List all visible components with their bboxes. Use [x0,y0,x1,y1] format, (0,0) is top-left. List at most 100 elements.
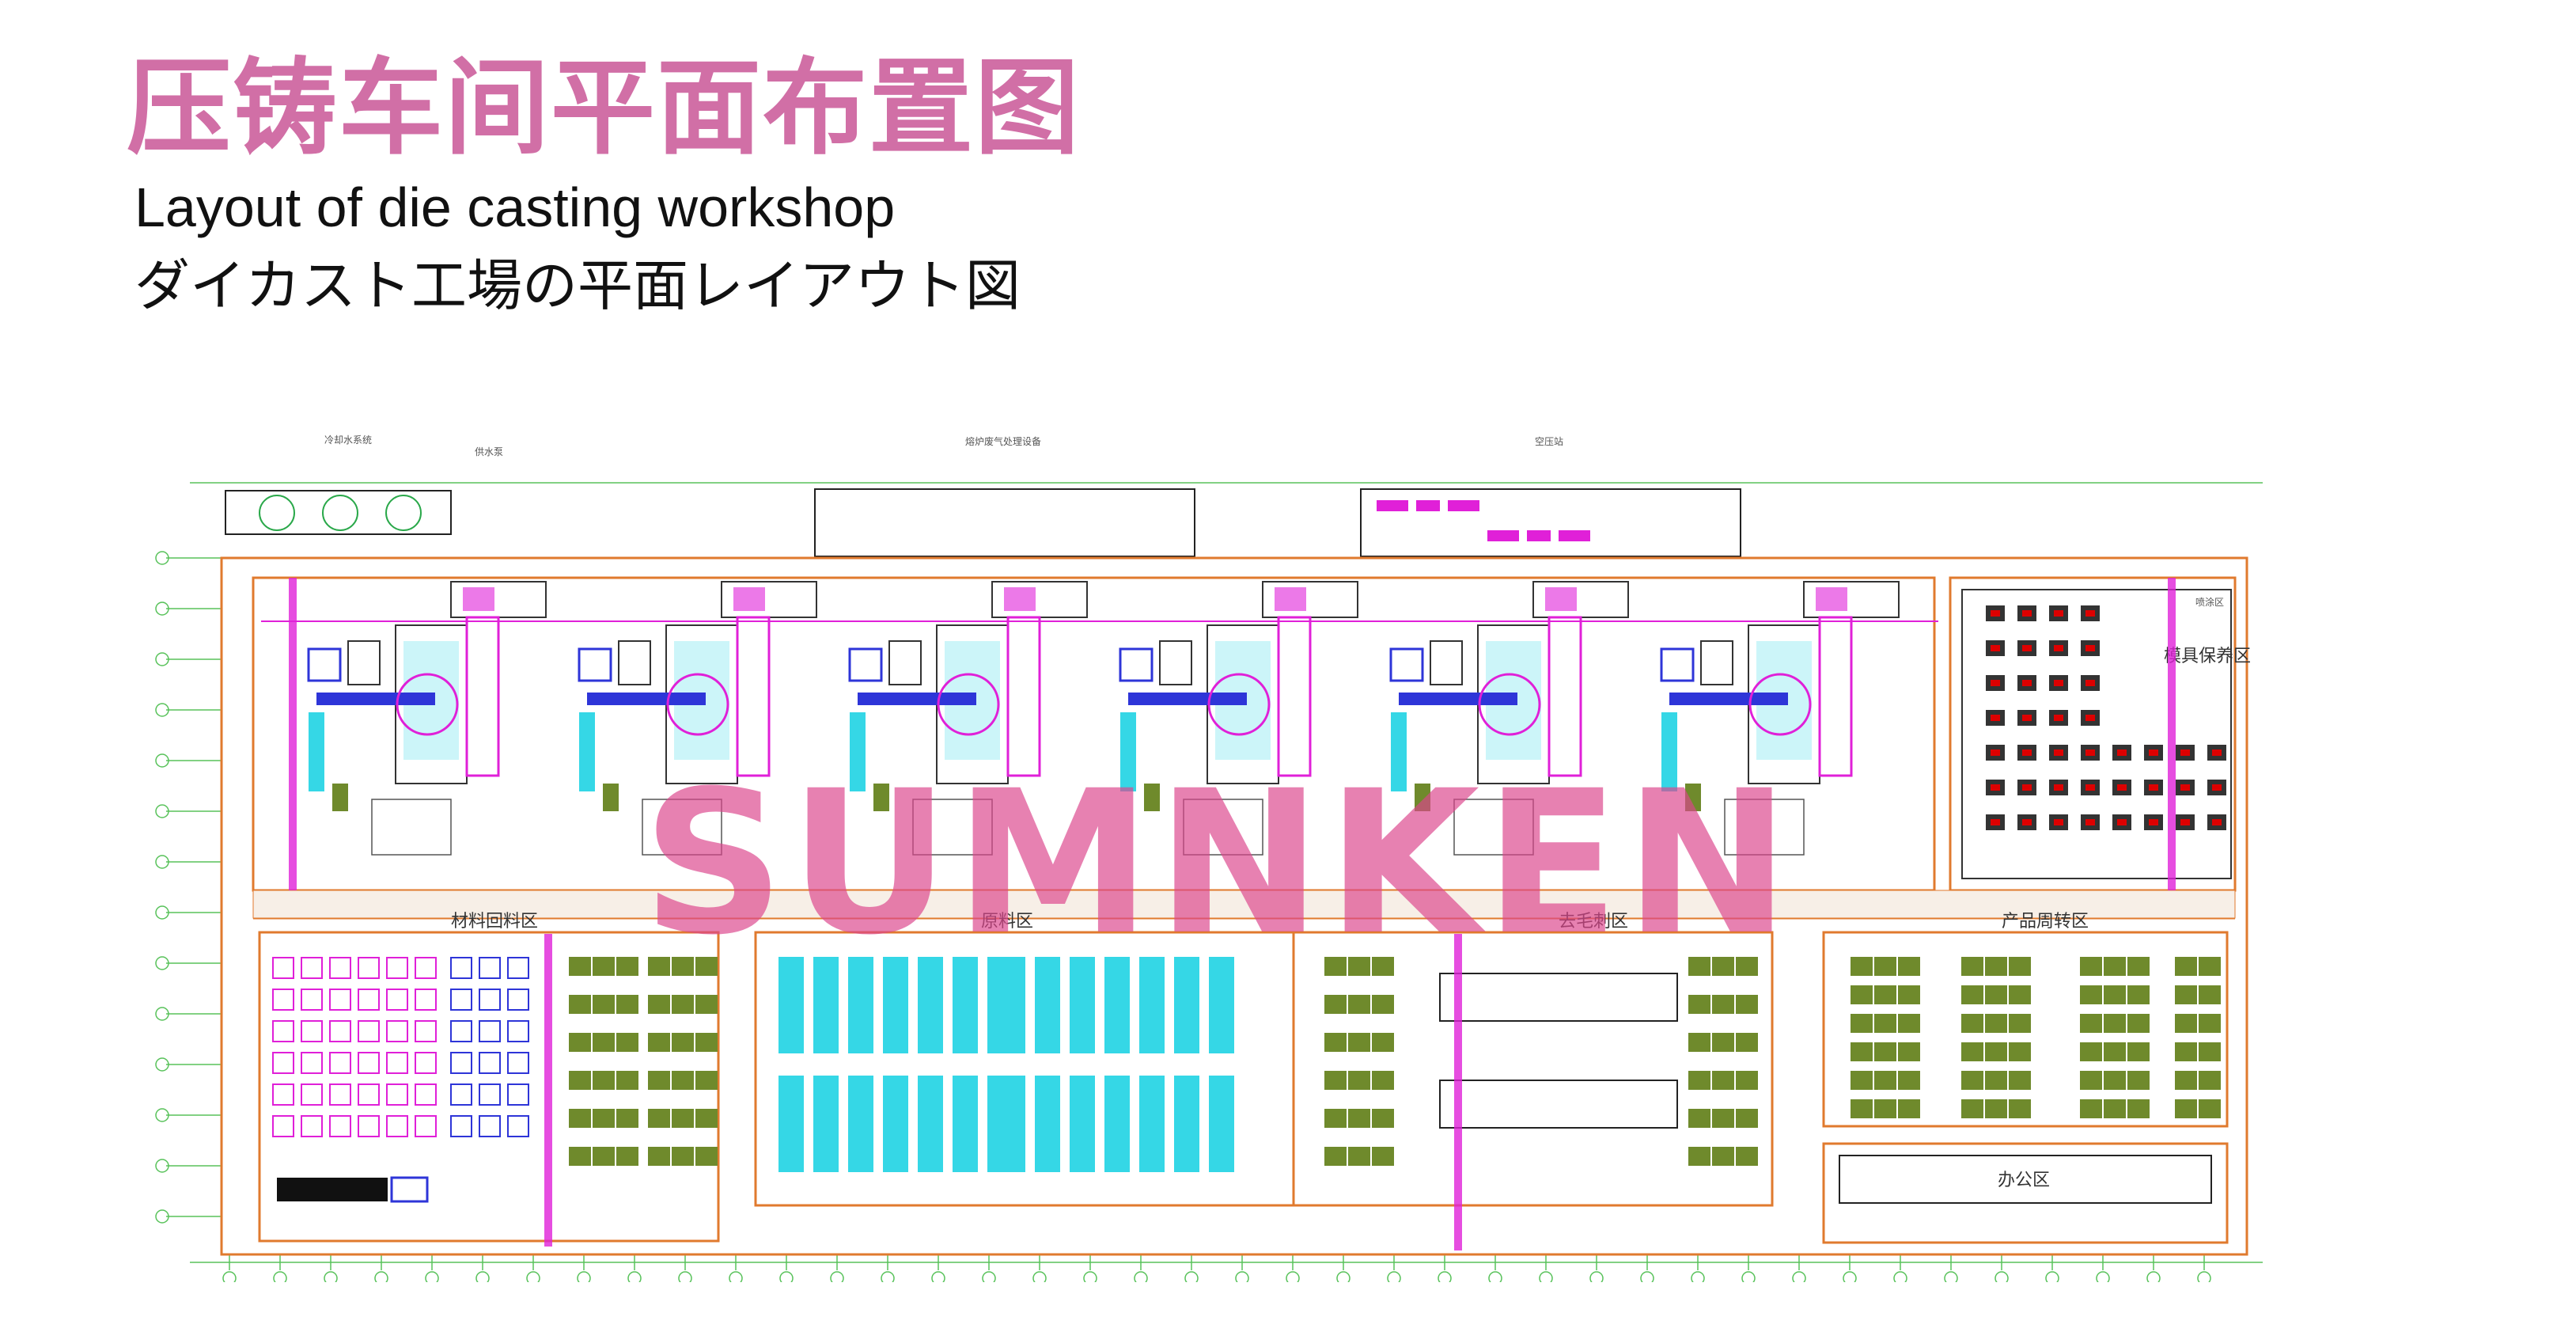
axis-bubble [475,1271,490,1282]
product-bin [2080,1014,2102,1033]
olive-bin [1712,1109,1734,1128]
olive-bin [616,995,638,1014]
olive-bin [1348,1147,1370,1166]
axis-bubble [1438,1271,1452,1282]
shot-unit [316,693,435,705]
scrap-bin [415,957,437,979]
mold-marker [2054,645,2063,651]
zone-label-mold: 模具保养区 [2164,647,2251,666]
scrap-bin [329,1115,351,1137]
axis-bubble [324,1271,338,1282]
axis-bubble [155,601,169,616]
furnace-core [1275,587,1306,611]
scrap-bin [272,1052,294,1074]
exhaust-treatment-building [814,488,1195,557]
product-bin [1961,1071,1983,1090]
axis-bubble [627,1271,642,1282]
safety-fence [1006,616,1041,777]
scrap-bin [386,957,408,979]
product-bin [1874,1014,1896,1033]
mold-marker [1991,749,2000,756]
product-bin [2199,985,2221,1004]
raw-material-rack [1174,957,1199,1053]
cooling-rack [642,799,722,856]
mold-marker [2022,610,2032,617]
raw-material-rack [1139,957,1165,1053]
die-casting-machine [1389,581,1629,856]
axis-bubble [678,1271,692,1282]
product-bin [1898,1042,1920,1061]
scrap-bin [329,1052,351,1074]
mold-marker [2022,749,2032,756]
product-bin [2009,985,2031,1004]
mold-marker [2054,819,2063,825]
olive-bin [593,957,615,976]
conveyor [1391,712,1407,791]
raw-material-rack [918,1076,943,1172]
mold-marker [1991,715,2000,721]
axis-bubble [881,1271,895,1282]
furnace-core [733,587,765,611]
product-bin [1851,985,1873,1004]
scrap-bin [415,989,437,1011]
olive-bin [1688,1071,1710,1090]
olive-bin [695,1109,718,1128]
axis-bubble [155,1057,169,1072]
axis-bubble [1589,1271,1604,1282]
olive-bin [593,995,615,1014]
compressor-units [1377,500,1590,541]
axis-bubble [155,1007,169,1021]
magenta-conveyor-right [2168,578,2176,890]
bin [1685,784,1701,811]
raw-material-rack [1209,957,1234,1053]
product-bin [1874,1042,1896,1061]
zone-label-scrap: 材料回料区 [451,912,538,932]
blue-bin [507,1083,529,1106]
scrap-bin [358,1020,380,1042]
product-bin [2175,1099,2197,1118]
furnace-core [463,587,494,611]
blue-bin [479,1083,501,1106]
product-bin [1961,1099,1983,1118]
control-cabinet [1660,647,1695,682]
axis-bubble [526,1271,540,1282]
product-bin [1898,1014,1920,1033]
mold-marker [1991,680,2000,686]
scrap-bin [415,1115,437,1137]
olive-bin [1372,1071,1394,1090]
olive-bin [695,1071,718,1090]
magenta-conveyor-mid [1454,934,1462,1250]
scrap-bin [415,1083,437,1106]
product-bin [2175,1014,2197,1033]
scrap-bin [301,1020,323,1042]
product-bin [1898,957,1920,976]
scrap-bin [358,1083,380,1106]
blue-bin [479,1115,501,1137]
olive-bin [1736,1147,1758,1166]
blue-bin [450,1020,472,1042]
product-bin [2127,1042,2150,1061]
olive-bin [1736,1109,1758,1128]
robot-base [1700,640,1733,685]
axis-bubble [2045,1271,2059,1282]
scrap-bin [272,1020,294,1042]
blue-bin [479,1020,501,1042]
product-bin [1851,1014,1873,1033]
axis-bubble [1843,1271,1857,1282]
olive-bin [616,957,638,976]
product-bin [2175,1042,2197,1061]
scrap-bin [329,1020,351,1042]
product-bin [1874,1071,1896,1090]
product-bin [2104,1099,2126,1118]
mold-marker [2054,610,2063,617]
product-bin [1985,1071,2007,1090]
raw-material-rack [1139,1076,1165,1172]
raw-material-rack [1209,1076,1234,1172]
product-bin [1874,957,1896,976]
olive-bin [1712,957,1734,976]
top-utility-block [225,488,1741,557]
label-exhaust: 熔炉废气处理设备 [965,435,1041,447]
axis-bubble [1286,1271,1300,1282]
product-bin [2080,1042,2102,1061]
product-bin [1985,985,2007,1004]
